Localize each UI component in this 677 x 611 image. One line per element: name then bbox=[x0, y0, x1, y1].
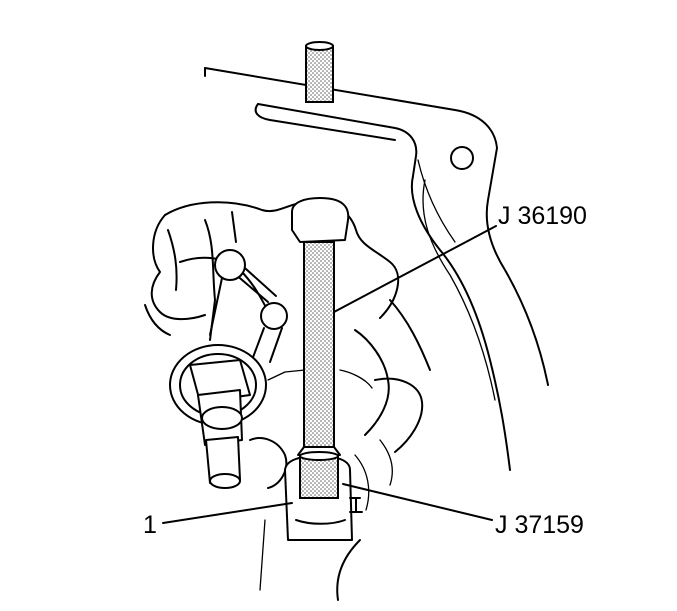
ball-joint-lower bbox=[260, 302, 288, 330]
label-j36190: J 36190 bbox=[498, 202, 587, 230]
engine-housing bbox=[144, 200, 431, 601]
leader-component-1 bbox=[162, 502, 293, 524]
leader-j37159 bbox=[342, 483, 493, 521]
linkage bbox=[209, 249, 288, 363]
tool-handle-top bbox=[305, 41, 334, 103]
ball-joint-upper bbox=[214, 249, 246, 281]
tool-shaft bbox=[291, 197, 350, 456]
label-j37159: J 37159 bbox=[495, 511, 584, 539]
pivot-hole bbox=[450, 146, 474, 170]
sensor-fitting bbox=[169, 344, 288, 489]
leader-j36190 bbox=[333, 225, 497, 313]
bracket-arm bbox=[204, 67, 549, 471]
callout-leaders bbox=[162, 225, 497, 524]
socket-adapter bbox=[284, 451, 363, 541]
label-component-1: 1 bbox=[143, 511, 157, 539]
